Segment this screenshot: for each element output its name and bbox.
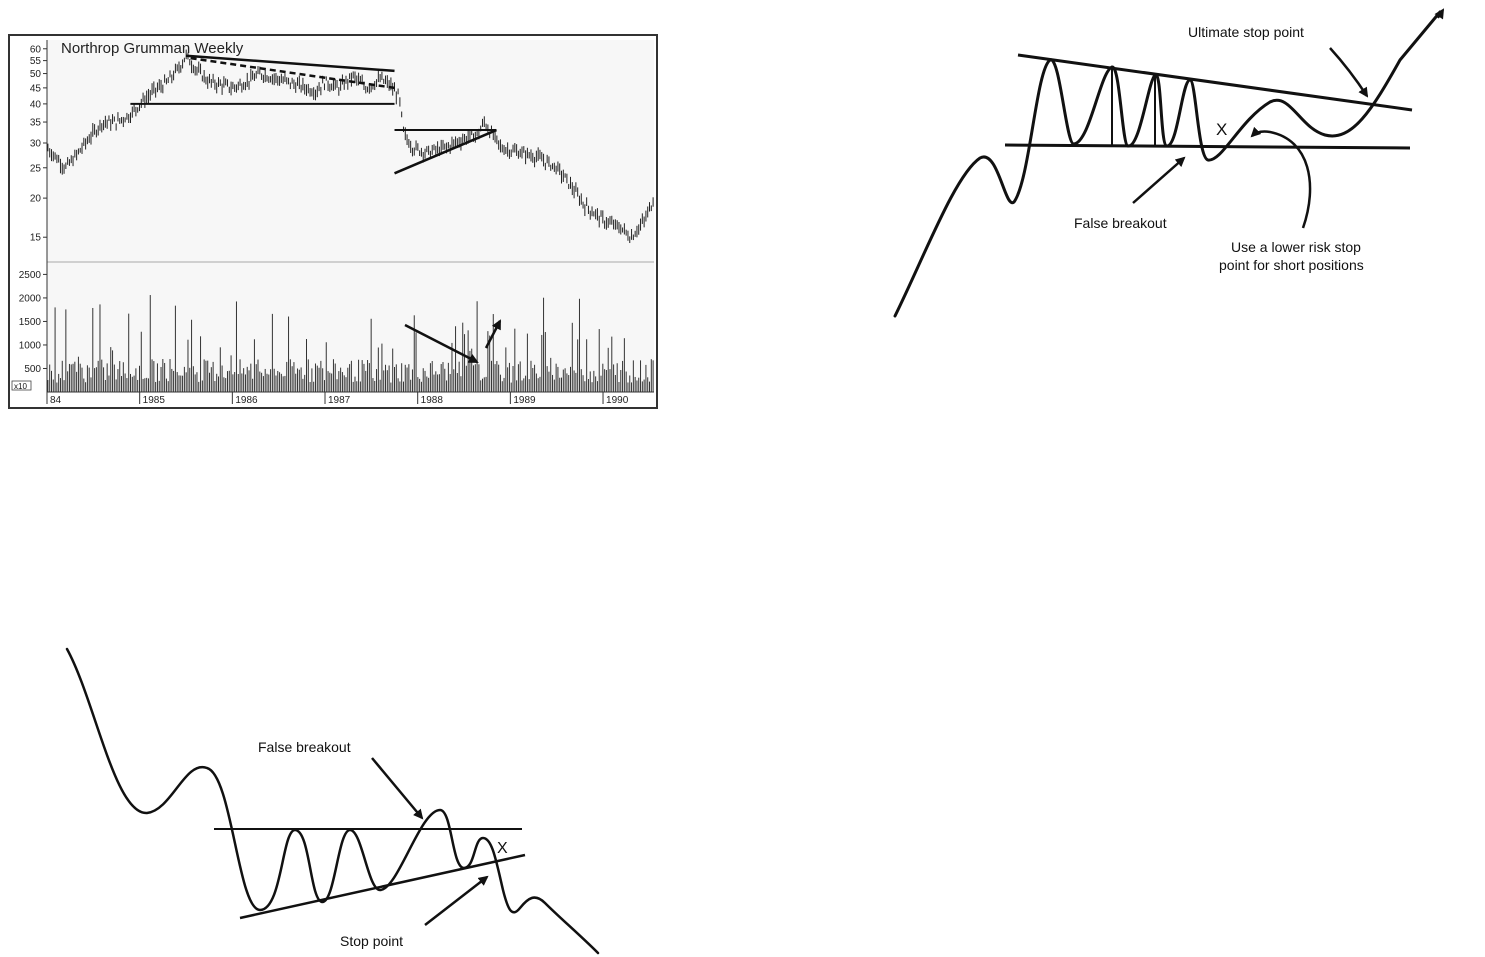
volume-tick-label: 500 bbox=[24, 364, 41, 375]
triangle-bottom-line bbox=[394, 128, 497, 175]
price-tick-label: 55 bbox=[30, 56, 42, 67]
x-tick-label: 1986 bbox=[235, 395, 258, 406]
volume-tick-label: 2000 bbox=[19, 293, 42, 304]
trend-arrow-head bbox=[1434, 8, 1445, 20]
stop-point-arrow bbox=[424, 875, 489, 926]
lower-risk-label-line1: Use a lower risk stop bbox=[1231, 239, 1361, 255]
ultimate-stop-label: Ultimate stop point bbox=[1188, 24, 1304, 40]
plot-area bbox=[47, 40, 654, 392]
price-tick-label: 45 bbox=[30, 83, 42, 94]
price-tick-label: 50 bbox=[30, 69, 42, 80]
trend-lines bbox=[130, 54, 497, 175]
lower-risk-label-line2: point for short positions bbox=[1219, 257, 1364, 273]
false-breakout-label: False breakout bbox=[258, 739, 351, 755]
x-axis-ticks: 84 1985 1986 1987 1988 1989 1990 bbox=[46, 392, 629, 406]
price-tick-label: 30 bbox=[30, 138, 42, 149]
ultimate-stop-arrow bbox=[1329, 47, 1369, 98]
volume-unit-label: x10 bbox=[14, 382, 27, 391]
volume-rise-arrow bbox=[484, 319, 502, 349]
price-tick-label: 20 bbox=[30, 194, 42, 205]
volume-bars bbox=[47, 295, 654, 392]
volume-axis-ticks: 500 1000 1500 2000 2500 bbox=[19, 270, 47, 375]
price-tick-label: 35 bbox=[30, 118, 42, 129]
top-resistance-line bbox=[185, 54, 395, 73]
x-tick-label: 1985 bbox=[143, 395, 166, 406]
ascending-triangle-diagram: False breakout X Stop point bbox=[65, 647, 600, 955]
northrop-grumman-chart: Northrop Grumman Weekly 15 20 25 30 35 40 45 50… bbox=[8, 34, 658, 409]
price-tick-label: 40 bbox=[30, 99, 42, 110]
x-tick-label: 1988 bbox=[421, 395, 444, 406]
x-tick-label: 1987 bbox=[328, 395, 351, 406]
price-curve bbox=[65, 647, 600, 955]
volume-tick-label: 1000 bbox=[19, 340, 42, 351]
false-breakout-arrow bbox=[371, 757, 424, 820]
chart-title: Northrop Grumman Weekly bbox=[61, 40, 244, 57]
volume-decline-arrow bbox=[404, 323, 479, 364]
price-bars bbox=[47, 49, 654, 244]
stop-point-label: Stop point bbox=[340, 933, 403, 949]
resistance-line bbox=[1017, 53, 1413, 112]
x-tick-label: 1990 bbox=[606, 395, 629, 406]
dashed-trend-line bbox=[190, 56, 395, 90]
x-mark: X bbox=[1216, 120, 1227, 139]
lower-risk-stop-arrow bbox=[1250, 126, 1312, 229]
x-tick-label: 84 bbox=[50, 395, 62, 406]
price-tick-label: 15 bbox=[30, 233, 42, 244]
false-breakout-label: False breakout bbox=[1074, 215, 1167, 231]
support-line bbox=[1004, 143, 1411, 150]
price-tick-label: 60 bbox=[30, 44, 42, 55]
price-tick-label: 25 bbox=[30, 163, 42, 174]
volume-tick-label: 2500 bbox=[19, 270, 42, 281]
price-curve bbox=[893, 10, 1442, 318]
descending-triangle-diagram: Ultimate stop point X False breakout Use… bbox=[893, 8, 1445, 318]
rising-support-line bbox=[239, 853, 526, 920]
false-breakout-arrow bbox=[1132, 156, 1186, 204]
x-tick-label: 1989 bbox=[513, 395, 536, 406]
volume-tick-label: 1500 bbox=[19, 317, 42, 328]
volume-unit-box bbox=[11, 380, 32, 391]
x-mark: X bbox=[497, 840, 508, 857]
